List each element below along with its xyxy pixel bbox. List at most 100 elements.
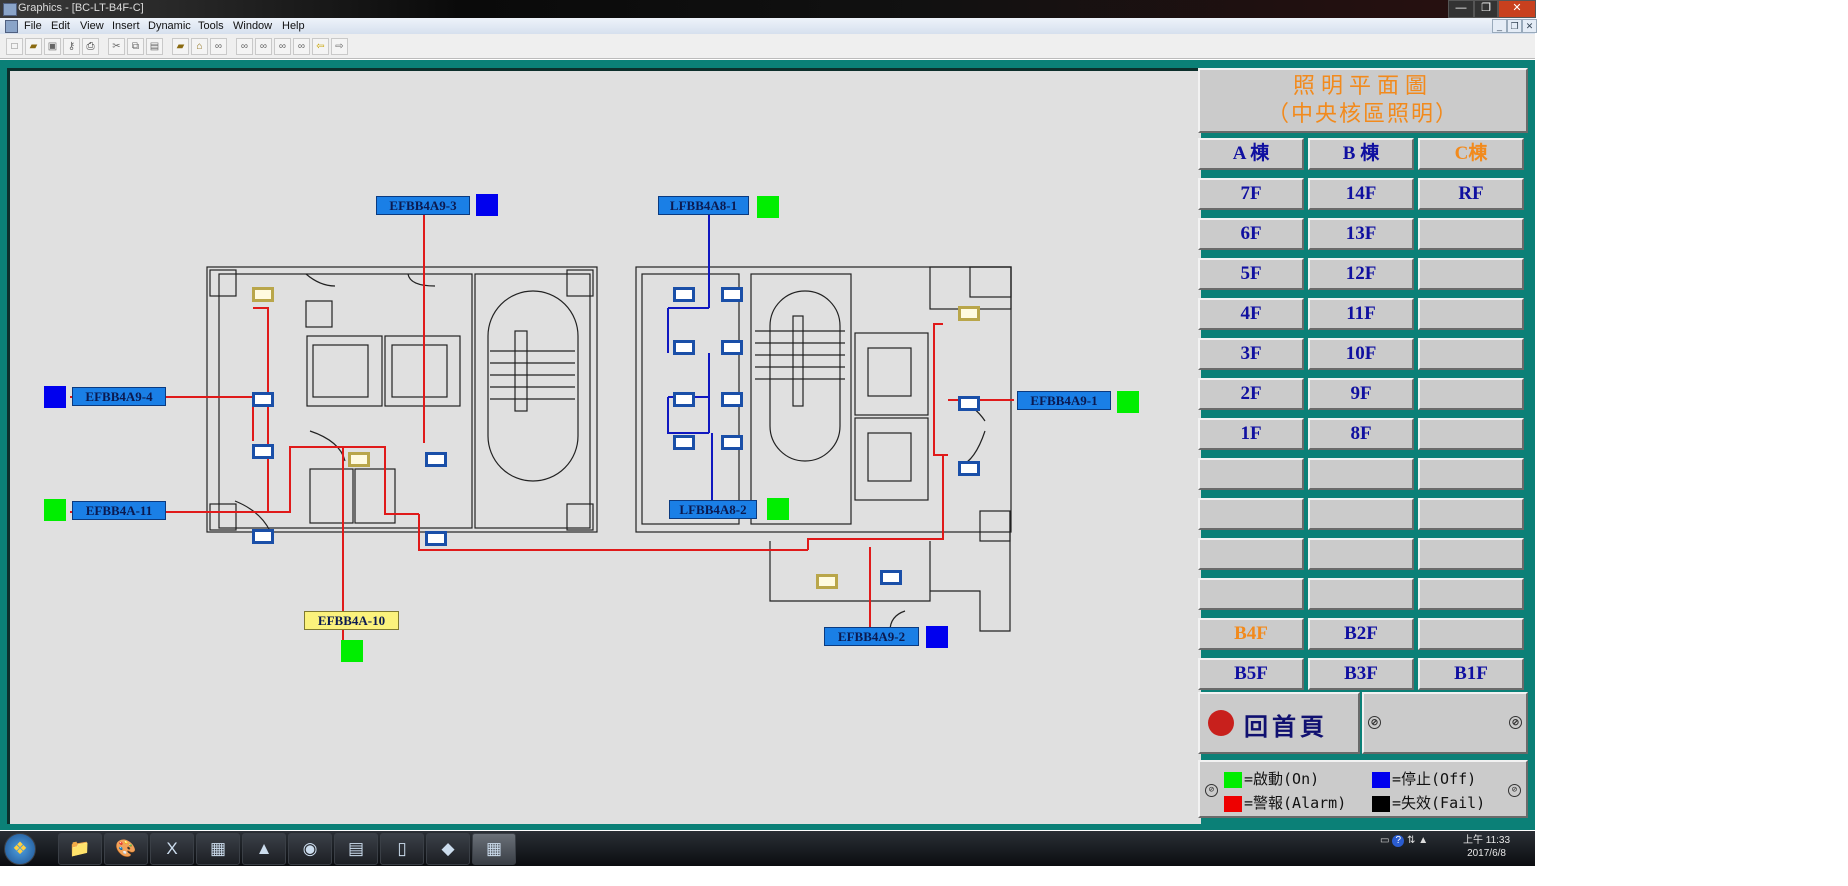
floor-button-empty[interactable] xyxy=(1198,498,1304,530)
open-button[interactable]: ▰ xyxy=(25,38,42,55)
menu-help[interactable]: Help xyxy=(282,20,305,32)
floor-button-empty[interactable] xyxy=(1418,498,1524,530)
floor-button-14f[interactable]: 14F xyxy=(1308,178,1414,210)
alarm-icon[interactable]: ▲ xyxy=(242,833,286,865)
floor-button-empty[interactable] xyxy=(1418,458,1524,490)
floor-button-empty[interactable] xyxy=(1418,298,1524,330)
circuit-label-efbb4a9-3[interactable]: EFBB4A9-3 xyxy=(376,196,470,215)
floor-button-empty[interactable] xyxy=(1418,338,1524,370)
building-tab-1[interactable]: B 棟 xyxy=(1308,138,1414,170)
building-tab-0[interactable]: A 棟 xyxy=(1198,138,1304,170)
floor-button-10f[interactable]: 10F xyxy=(1308,338,1414,370)
floor-button-empty[interactable] xyxy=(1308,578,1414,610)
cut-button[interactable]: ✂ xyxy=(108,38,125,55)
floor-button-empty[interactable] xyxy=(1418,418,1524,450)
graphics-app-icon[interactable]: ▦ xyxy=(472,833,516,865)
floor-button-empty[interactable] xyxy=(1308,498,1414,530)
light-fixture[interactable] xyxy=(721,340,744,356)
circuit-label-efbb4a9-4[interactable]: EFBB4A9-4 xyxy=(72,387,166,406)
menu-tools[interactable]: Tools xyxy=(198,20,224,32)
floor-button-empty[interactable] xyxy=(1198,458,1304,490)
floor-button-empty[interactable] xyxy=(1418,258,1524,290)
floor-button-empty[interactable] xyxy=(1198,538,1304,570)
mdi-minimize-button[interactable]: _ xyxy=(1492,19,1507,33)
building-icon[interactable]: ▦ xyxy=(196,833,240,865)
floor-button-empty[interactable] xyxy=(1308,458,1414,490)
menu-file[interactable]: File xyxy=(24,20,42,32)
floor-button-9f[interactable]: 9F xyxy=(1308,378,1414,410)
display-icon[interactable]: ⇅ xyxy=(1407,835,1416,846)
floor-button-3f[interactable]: 3F xyxy=(1198,338,1304,370)
floor-button-12f[interactable]: 12F xyxy=(1308,258,1414,290)
light-fixture[interactable] xyxy=(252,528,275,544)
light-fixture[interactable] xyxy=(425,530,448,546)
floor-button-5f[interactable]: 5F xyxy=(1198,258,1304,290)
floor-button-8f[interactable]: 8F xyxy=(1308,418,1414,450)
key-button[interactable]: ⚷ xyxy=(63,38,80,55)
circuit-label-lfbb4a8-2[interactable]: LFBB4A8-2 xyxy=(669,500,757,519)
light-fixture[interactable] xyxy=(672,340,695,356)
emergency-light-fixture[interactable] xyxy=(252,286,275,302)
menu-window[interactable]: Window xyxy=(233,20,273,32)
open-display-button[interactable]: ▰ xyxy=(172,38,189,55)
floor-button-4f[interactable]: 4F xyxy=(1198,298,1304,330)
link-button[interactable]: ∞ xyxy=(210,38,227,55)
circuit-label-efbb4a-11[interactable]: EFBB4A-11 xyxy=(72,501,166,520)
light-fixture[interactable] xyxy=(958,395,981,411)
floor-button-empty[interactable] xyxy=(1418,578,1524,610)
light-fixture[interactable] xyxy=(958,461,981,477)
color-wheel-icon[interactable]: ◉ xyxy=(288,833,332,865)
back-button[interactable]: ⇦ xyxy=(312,38,329,55)
light-fixture[interactable] xyxy=(672,392,695,408)
circuit-label-lfbb4a8-1[interactable]: LFBB4A8-1 xyxy=(658,196,749,215)
floor-button-empty[interactable] xyxy=(1198,578,1304,610)
floor-button-empty[interactable] xyxy=(1418,538,1524,570)
floor-button-b5f[interactable]: B5F xyxy=(1198,658,1304,690)
link-5-button[interactable]: ∞ xyxy=(293,38,310,55)
floor-button-rf[interactable]: RF xyxy=(1418,178,1524,210)
light-fixture[interactable] xyxy=(721,434,744,450)
circuit-label-efbb4a9-2[interactable]: EFBB4A9-2 xyxy=(824,627,919,646)
explorer-icon[interactable]: 📁 xyxy=(58,833,102,865)
link-2-button[interactable]: ∞ xyxy=(236,38,253,55)
emergency-light-fixture[interactable] xyxy=(958,305,981,321)
floor-button-b1f[interactable]: B1F xyxy=(1418,658,1524,690)
disk-icon[interactable]: ◆ xyxy=(426,833,470,865)
print-button[interactable]: ⎙ xyxy=(82,38,99,55)
link-4-button[interactable]: ∞ xyxy=(274,38,291,55)
help-icon[interactable]: ? xyxy=(1392,835,1405,847)
floor-button-2f[interactable]: 2F xyxy=(1198,378,1304,410)
forward-button[interactable]: ⇨ xyxy=(331,38,348,55)
light-fixture[interactable] xyxy=(425,451,448,467)
new-button[interactable]: □ xyxy=(6,38,23,55)
light-fixture[interactable] xyxy=(721,392,744,408)
building-tab-2[interactable]: C棟 xyxy=(1418,138,1524,170)
circuit-label-efbb4a-10[interactable]: EFBB4A-10 xyxy=(304,611,399,630)
menu-edit[interactable]: Edit xyxy=(51,20,70,32)
home-button[interactable]: ⌂ xyxy=(191,38,208,55)
menu-insert[interactable]: Insert xyxy=(112,20,140,32)
emergency-light-fixture[interactable] xyxy=(348,451,371,467)
light-fixture[interactable] xyxy=(880,570,903,586)
save-button[interactable]: ▣ xyxy=(44,38,61,55)
floor-button-7f[interactable]: 7F xyxy=(1198,178,1304,210)
menu-dynamic[interactable]: Dynamic xyxy=(148,20,191,32)
floor-button-6f[interactable]: 6F xyxy=(1198,218,1304,250)
excel-icon[interactable]: X xyxy=(150,833,194,865)
floor-button-1f[interactable]: 1F xyxy=(1198,418,1304,450)
clock[interactable]: 上午 11:33 2017/6/8 xyxy=(1463,834,1510,860)
window-close-button[interactable]: ✕ xyxy=(1498,0,1536,18)
circuit-label-efbb4a9-1[interactable]: EFBB4A9-1 xyxy=(1017,391,1111,410)
start-button[interactable]: ❖ xyxy=(4,833,36,865)
floor-button-13f[interactable]: 13F xyxy=(1308,218,1414,250)
network-icon[interactable]: ▭ xyxy=(1380,835,1390,846)
calendar-icon[interactable]: ▤ xyxy=(334,833,378,865)
home-page-button[interactable]: 回首頁 xyxy=(1198,692,1360,754)
paste-button[interactable]: ▤ xyxy=(146,38,163,55)
blank-panel-button[interactable]: ⊘ ⊘ xyxy=(1362,692,1528,754)
link-3-button[interactable]: ∞ xyxy=(255,38,272,55)
menu-view[interactable]: View xyxy=(80,20,104,32)
floor-button-empty[interactable] xyxy=(1418,378,1524,410)
floor-button-empty[interactable] xyxy=(1308,538,1414,570)
light-fixture[interactable] xyxy=(252,392,275,408)
